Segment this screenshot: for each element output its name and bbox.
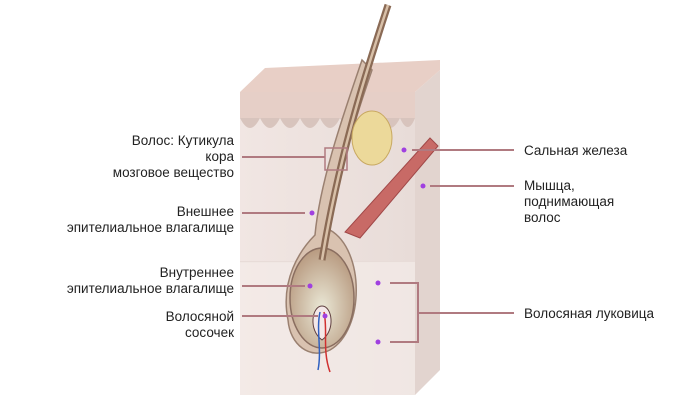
label-hair: Волос: Кутикула кора мозговое вещество [113, 133, 234, 181]
label-cuticle: Волос: Кутикула [131, 133, 234, 148]
label-muscle: Мышца, поднимающая волос [524, 178, 614, 226]
label-line: Волосяной [165, 309, 234, 324]
epidermis [240, 92, 415, 118]
label-sebaceous-gland: Сальная железа [524, 143, 628, 158]
label-inner-sheath: Внутреннее эпителиальное влагалище [67, 265, 234, 297]
label-line: Внутреннее [159, 265, 234, 280]
arrector-pili-muscle [344, 137, 439, 239]
label-papilla: Волосяной сосочек [166, 309, 234, 341]
label-medulla: мозговое вещество [112, 165, 234, 180]
label-line: Внешнее [176, 204, 234, 219]
label-outer-sheath: Внешнее эпителиальное влагалище [67, 204, 234, 236]
label-line: поднимающая [524, 194, 615, 209]
skin-top-surface [240, 60, 440, 92]
cross-section-box [324, 147, 348, 171]
pointer-markers [307, 147, 426, 345]
leader-lines [242, 149, 514, 343]
sebaceous-gland [351, 110, 393, 166]
label-line: Мышца, [524, 178, 575, 193]
label-line: волос [524, 210, 561, 225]
label-cortex: кора [205, 149, 234, 164]
label-line: сосочек [185, 325, 234, 340]
label-line: эпителиальное влагалище [66, 220, 234, 235]
blood-vessel-vein [317, 311, 321, 371]
label-line: эпителиальное влагалище [66, 281, 234, 296]
label-hair-bulb: Волосяная луковица [524, 306, 654, 321]
skin-side-face [415, 70, 440, 395]
